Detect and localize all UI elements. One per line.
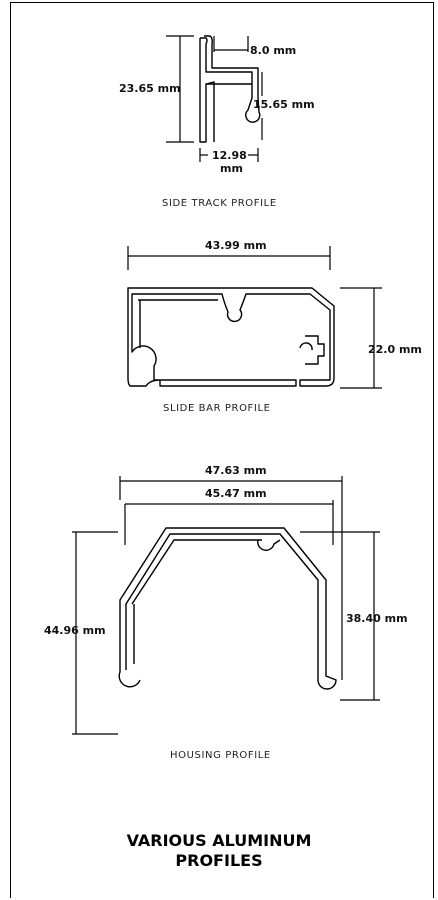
side-track-width-dim-line2: mm bbox=[220, 162, 243, 175]
housing-caption: HOUSING PROFILE bbox=[170, 750, 271, 761]
slide-bar-shape bbox=[127, 287, 335, 387]
figure-title-line1: VARIOUS ALUMINUM bbox=[127, 831, 312, 850]
slide-bar-profile: 43.99 mm 22.0 mm SLIDE BAR PROFILE bbox=[127, 239, 422, 414]
slide-bar-width-dim: 43.99 mm bbox=[205, 239, 267, 252]
housing-shape bbox=[118, 527, 337, 690]
housing-left-height-dim: 44.96 mm bbox=[44, 624, 106, 637]
side-track-shape bbox=[200, 35, 261, 123]
slide-bar-height-dim: 22.0 mm bbox=[368, 343, 422, 356]
housing-outer-width-dim: 47.63 mm bbox=[205, 464, 267, 477]
side-track-top-dim: 8.0 mm bbox=[250, 44, 296, 57]
drawing-frame bbox=[10, 2, 434, 898]
housing-right-height-dim: 38.40 mm bbox=[346, 612, 408, 625]
side-track-width-dim-line1: 12.98 bbox=[212, 149, 247, 162]
housing-inner-width-dim: 45.47 mm bbox=[205, 487, 267, 500]
side-track-height-dim: 23.65 mm bbox=[119, 82, 181, 95]
side-track-inner-dim: 15.65 mm bbox=[253, 98, 315, 111]
housing-profile: 47.63 mm 45.47 mm 44.96 mm 38.40 mm HOUS… bbox=[44, 464, 408, 761]
slide-bar-caption: SLIDE BAR PROFILE bbox=[163, 403, 271, 414]
side-track-profile: 23.65 mm 8.0 mm 15.65 mm 12.98 mm SIDE T… bbox=[119, 35, 315, 209]
side-track-caption: SIDE TRACK PROFILE bbox=[162, 198, 277, 209]
figure-title-line2: PROFILES bbox=[175, 851, 262, 870]
